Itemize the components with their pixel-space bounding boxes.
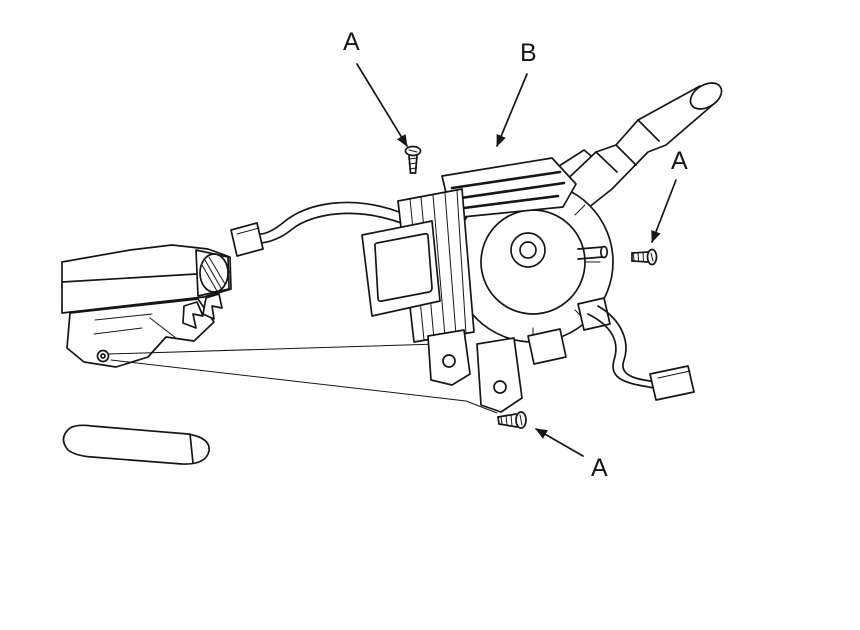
callout-label-a-bottom: A	[591, 454, 608, 482]
front-box	[361, 220, 441, 317]
callout-arrows	[356, 63, 677, 457]
switch-cable	[230, 201, 405, 257]
arrow-a-right	[651, 179, 677, 243]
mount-stud	[577, 245, 609, 260]
harness-connector	[649, 365, 695, 401]
callout-label-b: B	[520, 39, 537, 67]
callout-label-a-right: A	[671, 147, 688, 175]
screw-a-bottom-icon	[497, 411, 527, 429]
callout-label-a-top: A	[343, 28, 360, 56]
mount-bracket-bottom	[476, 337, 523, 413]
ring-hub	[510, 232, 546, 268]
stalk-tip	[689, 82, 723, 110]
tilt-lever	[62, 424, 210, 465]
screw-a-top-icon	[404, 145, 422, 174]
combination-switch-body	[361, 157, 577, 343]
steering-column-assembly	[61, 244, 232, 465]
arrow-a-top	[356, 63, 408, 147]
mount-hole	[96, 349, 110, 363]
wire-harness	[587, 305, 695, 401]
alignment-leader-lines	[108, 343, 498, 414]
cable-connector	[230, 222, 264, 257]
arrow-b	[496, 73, 528, 147]
arrow-a-bottom	[535, 428, 584, 457]
screw-a-right-icon	[631, 248, 658, 266]
mount-bracket-left	[427, 329, 471, 386]
wiper-stalk	[555, 82, 723, 209]
